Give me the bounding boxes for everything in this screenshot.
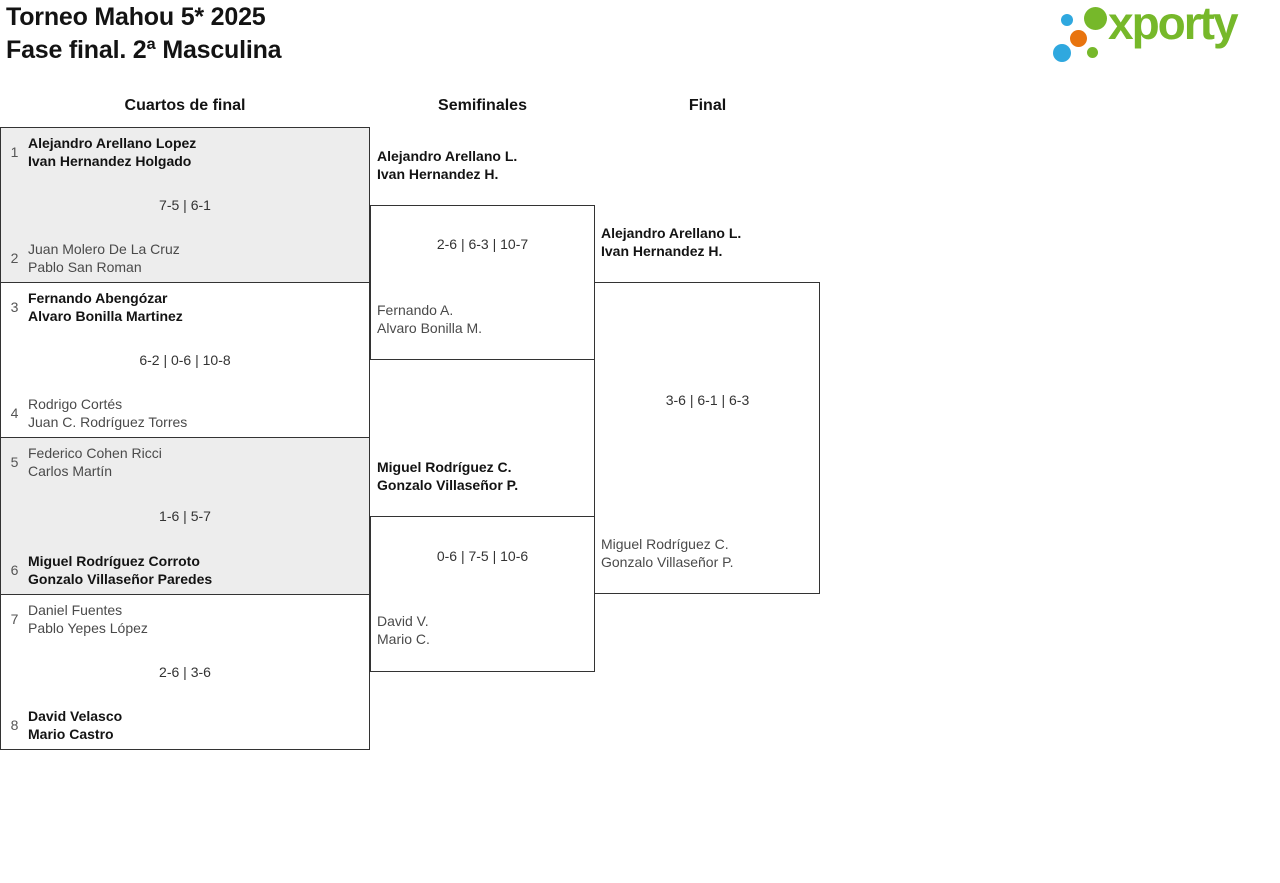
player-name: Alvaro Bonilla M. [377, 320, 483, 336]
team-names: Federico Cohen Ricci Carlos Martín [28, 444, 162, 480]
round-header-semifinals: Semifinales [438, 97, 527, 114]
team-names: Rodrigo Cortés Juan C. Rodríguez Torres [28, 395, 187, 431]
match-score: 0-6 | 7-5 | 10-6 [436, 548, 529, 564]
team-names: Daniel Fuentes Pablo Yepes López [28, 601, 148, 637]
player-name: Ivan Hernandez Holgado [28, 153, 192, 169]
player-name: Juan C. Rodríguez Torres [28, 414, 188, 430]
match-quarterfinal-2[interactable]: 3 Fernando Abengózar Alvaro Bonilla Mart… [0, 282, 370, 438]
seed-number: 6 [10, 562, 19, 578]
seed-number: 4 [10, 405, 19, 421]
match-team-row: 2 Juan Molero De La Cruz Pablo San Roman [1, 240, 369, 276]
player-name: Ivan Hernandez H. [377, 166, 499, 182]
seed-number: 3 [10, 299, 19, 315]
semifinal-2-bottom-team: David V. Mario C. [377, 612, 430, 648]
match-final[interactable] [594, 282, 820, 594]
match-semifinal-2[interactable] [370, 516, 595, 672]
player-name: Miguel Rodríguez C. [601, 536, 729, 552]
match-score: 2-6 | 3-6 [159, 664, 211, 680]
logo-dot-green-small-icon [1087, 47, 1098, 58]
logo-dot-orange-icon [1070, 30, 1087, 47]
player-name: Alvaro Bonilla Martinez [28, 308, 183, 324]
player-name: Federico Cohen Ricci [28, 445, 162, 461]
player-name: Daniel Fuentes [28, 602, 123, 618]
round-header-final: Final [688, 97, 727, 114]
match-team-row: 4 Rodrigo Cortés Juan C. Rodríguez Torre… [1, 395, 369, 431]
xporty-logo[interactable]: xporty [1050, 0, 1275, 68]
player-name: Juan Molero De La Cruz [28, 241, 180, 257]
seed-number: 2 [10, 250, 19, 266]
player-name: Rodrigo Cortés [28, 396, 123, 412]
match-score: 3-6 | 6-1 | 6-3 [665, 392, 750, 408]
player-name: Miguel Rodríguez C. [377, 459, 512, 475]
player-name: Alejandro Arellano L. [377, 148, 518, 164]
match-team-row: 5 Federico Cohen Ricci Carlos Martín [1, 444, 369, 480]
final-bottom-team: Miguel Rodríguez C. Gonzalo Villaseñor P… [601, 535, 734, 571]
player-name: Mario Castro [28, 726, 114, 742]
logo-dot-blue-small-icon [1061, 14, 1073, 26]
player-name: Gonzalo Villaseñor P. [377, 477, 519, 493]
match-team-row: 6 Miguel Rodríguez Corroto Gonzalo Villa… [1, 552, 369, 588]
player-name: Mario C. [377, 631, 430, 647]
page-title: Torneo Mahou 5* 2025 Fase final. 2ª Masc… [6, 1, 282, 67]
seed-number: 8 [10, 717, 19, 733]
player-name: David Velasco [28, 708, 123, 724]
team-names: Alejandro Arellano Lopez Ivan Hernandez … [28, 134, 196, 170]
logo-dot-green-large-icon [1084, 7, 1107, 30]
match-score: 2-6 | 6-3 | 10-7 [436, 236, 529, 252]
player-name: Alejandro Arellano L. [601, 225, 742, 241]
player-name: Fernando A. [377, 302, 454, 318]
player-name: Fernando Abengózar [28, 290, 168, 306]
match-score: 1-6 | 5-7 [159, 508, 211, 524]
semifinal-2-top-team: Miguel Rodríguez C. Gonzalo Villaseñor P… [377, 458, 518, 494]
player-name: Miguel Rodríguez Corroto [28, 553, 200, 569]
semifinal-1-top-team: Alejandro Arellano L. Ivan Hernandez H. [377, 147, 517, 183]
match-score: 6-2 | 0-6 | 10-8 [139, 352, 231, 368]
semifinal-1-bottom-team: Fernando A. Alvaro Bonilla M. [377, 301, 482, 337]
team-names: Miguel Rodríguez Corroto Gonzalo Villase… [28, 552, 212, 588]
seed-number: 7 [10, 611, 19, 627]
match-quarterfinal-4[interactable]: 7 Daniel Fuentes Pablo Yepes López 2-6 |… [0, 594, 370, 750]
match-quarterfinal-1[interactable]: 1 Alejandro Arellano Lopez Ivan Hernande… [0, 127, 370, 283]
player-name: Pablo San Roman [28, 259, 142, 275]
xporty-logo-text: xporty [1108, 0, 1239, 49]
round-header-quarterfinals: Cuartos de final [124, 97, 246, 114]
match-team-row: 1 Alejandro Arellano Lopez Ivan Hernande… [1, 134, 369, 170]
logo-dot-blue-medium-icon [1053, 44, 1071, 62]
match-score: 7-5 | 6-1 [159, 197, 211, 213]
match-team-row: 8 David Velasco Mario Castro [1, 707, 369, 743]
player-name: Ivan Hernandez H. [601, 243, 723, 259]
player-name: Gonzalo Villaseñor P. [601, 554, 734, 570]
team-names: Fernando Abengózar Alvaro Bonilla Martin… [28, 289, 183, 325]
team-names: Juan Molero De La Cruz Pablo San Roman [28, 240, 180, 276]
phase-name: Fase final. 2ª Masculina [6, 36, 282, 64]
seed-number: 1 [10, 144, 19, 160]
player-name: Pablo Yepes López [28, 620, 148, 636]
match-quarterfinal-3[interactable]: 5 Federico Cohen Ricci Carlos Martín 1-6… [0, 437, 370, 595]
match-team-row: 7 Daniel Fuentes Pablo Yepes López [1, 601, 369, 637]
match-team-row: 3 Fernando Abengózar Alvaro Bonilla Mart… [1, 289, 369, 325]
final-top-team: Alejandro Arellano L. Ivan Hernandez H. [601, 224, 741, 260]
player-name: Carlos Martín [28, 463, 113, 479]
tournament-name: Torneo Mahou 5* 2025 [6, 3, 266, 31]
seed-number: 5 [10, 454, 19, 470]
player-name: Alejandro Arellano Lopez [28, 135, 197, 151]
team-names: David Velasco Mario Castro [28, 707, 122, 743]
player-name: David V. [377, 613, 429, 629]
player-name: Gonzalo Villaseñor Paredes [28, 571, 213, 587]
